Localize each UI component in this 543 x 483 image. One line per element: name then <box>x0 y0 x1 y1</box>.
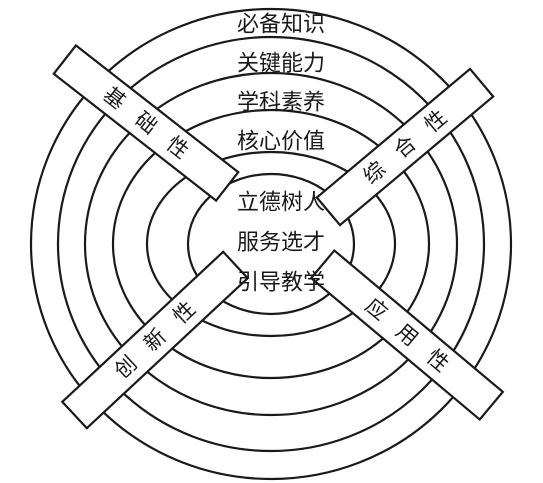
band-bottom-left: 创 新 性 <box>60 250 250 430</box>
band-top-right: 综 合 性 <box>315 67 495 227</box>
band-top-right-box <box>315 67 495 227</box>
band-bottom-left-box <box>60 250 250 430</box>
ring-labels: 必备知识 关键能力 学科素养 核心价值 <box>237 13 325 155</box>
ring-4 <box>111 108 431 380</box>
ring-2 <box>56 35 486 453</box>
core-labels: 立德树人 服务选才 引导教学 <box>237 191 325 296</box>
ring-3 <box>83 71 459 417</box>
ring-label-essential-knowledge: 必备知识 <box>237 13 325 38</box>
ring-label-core-values: 核心价值 <box>237 130 325 155</box>
ring-label-subject-literacy: 学科素养 <box>237 91 325 116</box>
band-bottom-right-box <box>309 248 505 422</box>
ring-label-key-abilities: 关键能力 <box>237 52 325 77</box>
core-label-1: 立德树人 <box>237 191 325 216</box>
band-top-left-box <box>52 43 240 203</box>
ring-outer <box>29 7 513 481</box>
band-bottom-right: 应 用 性 <box>309 248 505 422</box>
core-label-2: 服务选才 <box>237 231 325 256</box>
ring-5 <box>145 150 397 338</box>
core-label-3: 引导教学 <box>237 271 325 296</box>
band-top-left: 基 础 性 <box>52 43 240 203</box>
